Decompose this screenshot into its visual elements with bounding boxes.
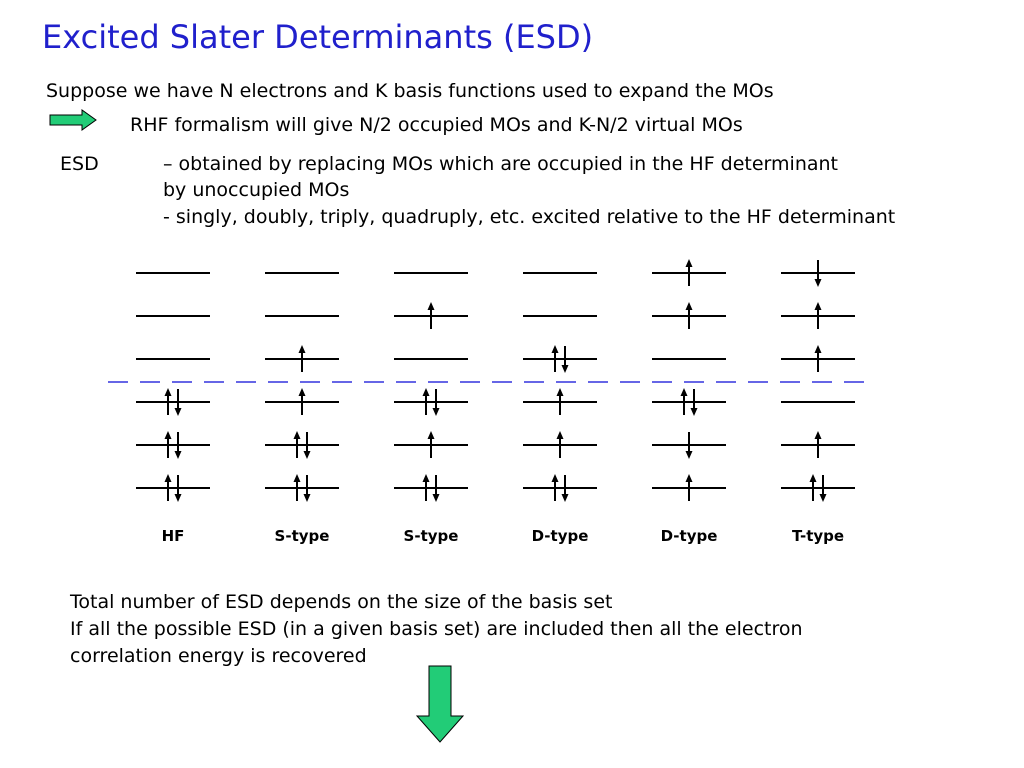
spin-up-arrow [685,259,693,286]
arrow-right-icon [49,109,97,131]
determinant-label: D-type [661,527,718,545]
determinant-label: T-type [792,527,844,545]
footer-line-3: correlation energy is recovered [70,645,367,667]
spin-up-arrow [680,388,688,415]
rhf-text: RHF formalism will give N/2 occupied MOs… [130,114,743,136]
spin-up-arrow [293,431,301,458]
spin-up-arrow [551,474,559,501]
spin-up-arrow [551,345,559,372]
esd-term: ESD [60,153,99,175]
esd-definition-line-2: by unoccupied MOs [163,179,350,201]
esd-definition-line-3: - singly, doubly, triply, quadruply, etc… [163,206,896,228]
spin-up-arrow [422,474,430,501]
spin-down-arrow [432,475,440,502]
spin-down-arrow [174,475,182,502]
spin-down-arrow [690,389,698,416]
determinant-label: HF [162,527,185,545]
spin-up-arrow [556,431,564,458]
footer-line-2: If all the possible ESD (in a given basi… [70,618,803,640]
spin-up-arrow [685,474,693,501]
spin-down-arrow [819,475,827,502]
spin-down-arrow [174,432,182,459]
spin-up-arrow [556,388,564,415]
spin-up-arrow [814,345,822,372]
determinant-columns: HF S-type S-type D-type D-type T-type [136,259,855,545]
spin-up-arrow [293,474,301,501]
esd-definition-line-1: – obtained by replacing MOs which are oc… [163,153,839,175]
spin-down-arrow [303,432,311,459]
spin-up-arrow [164,388,172,415]
spin-down-arrow [685,432,693,459]
determinant-diagram: HF S-type S-type D-type D-type T-type [108,259,868,545]
spin-down-arrow [303,475,311,502]
spin-up-arrow [814,431,822,458]
spin-up-arrow [814,302,822,329]
determinant-label: S-type [275,527,330,545]
spin-down-arrow [561,475,569,502]
spin-up-arrow [809,474,817,501]
spin-up-arrow [427,431,435,458]
spin-down-arrow [561,346,569,373]
footer-line-1: Total number of ESD depends on the size … [70,591,613,613]
spin-up-arrow [427,302,435,329]
page-title: Excited Slater Determinants (ESD) [42,18,594,56]
spin-down-arrow [814,260,822,287]
determinant-label: S-type [404,527,459,545]
intro-text: Suppose we have N electrons and K basis … [46,80,774,102]
spin-up-arrow [422,388,430,415]
determinant-label: D-type [532,527,589,545]
spin-down-arrow [432,389,440,416]
spin-up-arrow [164,474,172,501]
arrow-down-icon [415,665,465,743]
spin-up-arrow [164,431,172,458]
spin-up-arrow [298,345,306,372]
spin-up-arrow [685,302,693,329]
spin-up-arrow [298,388,306,415]
spin-down-arrow [174,389,182,416]
